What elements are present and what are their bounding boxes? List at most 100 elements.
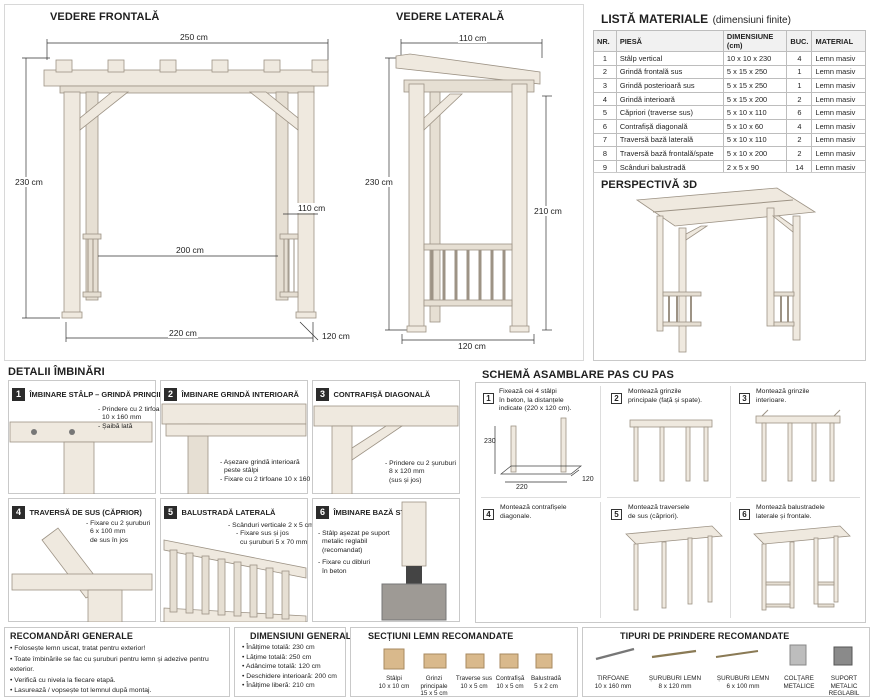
- cell-count: 2: [786, 91, 813, 107]
- step-text-line: Montează grinzile: [628, 388, 682, 395]
- step-text-line: Montează balustradele: [756, 504, 825, 511]
- step-1-header: 1: [483, 388, 494, 406]
- list-item: Folosește lemn uscat, tratat pentru exte…: [10, 644, 228, 655]
- assembly-title: SCHEMĂ ASAMBLARE PAS CU PAS: [482, 369, 674, 381]
- perspective-title: PERSPECTIVĂ 3D: [601, 179, 698, 191]
- section-name: Grinzi principale: [420, 675, 448, 690]
- cell-material: Lemn masiv: [811, 105, 866, 120]
- cell-piece: Grindă posterioară sus: [615, 78, 724, 93]
- detail-note: - Prindere cu 2 tirfoane: [98, 406, 168, 413]
- front-width-dim: 250 cm: [179, 32, 209, 42]
- step-text-line: Montează grinzile: [756, 388, 810, 395]
- front-inner-dim: 200 cm: [175, 245, 205, 255]
- cell-dim: 5 x 15 x 250: [722, 78, 788, 93]
- materials-table: NR. PIESĂ DIMENSIUNE (cm) BUC. MATERIAL …: [593, 30, 866, 175]
- step-6-text: Montează balustradele laterale și fronta…: [756, 504, 825, 521]
- step-3-text: Montează grinzile interioare.: [756, 388, 809, 405]
- step-4-number: 4: [483, 509, 494, 520]
- step-5-number: 5: [611, 509, 622, 520]
- detail-5-number: 5: [164, 506, 177, 519]
- cell-material: Lemn masiv: [811, 91, 866, 107]
- step-text-line: interioare.: [756, 396, 787, 404]
- cell-material: Lemn masiv: [811, 159, 866, 175]
- cell-piece: Contrafișă diagonală: [615, 118, 724, 134]
- list-item: Verifică cu nivela la fiecare etapă.: [10, 676, 228, 687]
- detail-3-title: CONTRAFIȘĂ DIAGONALĂ: [333, 390, 431, 399]
- detail-6-title: ÎMBINARE BAZĂ STÂLP: [333, 508, 421, 517]
- assembly-mini-drawings: [625, 409, 851, 611]
- detail-1-drawing: [9, 421, 153, 494]
- cell-count: 4: [786, 51, 813, 66]
- section-size: 10 x 5 cm: [460, 682, 488, 690]
- step-1-height: 230: [484, 438, 496, 445]
- front-view-drawing: [22, 39, 552, 344]
- materials-subtitle: (dimensiuni finite): [712, 15, 791, 26]
- detail-2-header: 2 ÎMBINARE GRINDĂ INTERIOARĂ: [164, 384, 299, 402]
- header-nr: NR.: [593, 30, 617, 52]
- cell-count: 6: [786, 105, 813, 120]
- cell-count: 1: [786, 78, 813, 93]
- cell-piece: Traversă bază laterală: [615, 132, 724, 148]
- sections-title: SECȚIUNI LEMN RECOMANDATE: [368, 631, 514, 641]
- detail-4-notes: - Fixare cu 2 șuruburi 6 x 100 mm de sus…: [86, 520, 150, 545]
- step-3-number: 3: [739, 393, 750, 404]
- front-bottom-dim: 220 cm: [168, 328, 198, 338]
- fasteners-drawing: [595, 644, 853, 666]
- step-6-number: 6: [739, 509, 750, 520]
- cell-material: Lemn masiv: [811, 146, 866, 161]
- cell-dim: 5 x 15 x 200: [722, 91, 788, 107]
- detail-6-drawing: [381, 501, 447, 621]
- side-free-dim: 210 cm: [533, 206, 563, 216]
- fastener-size: 8 x 120 mm: [658, 682, 692, 690]
- step-6-header: 6: [739, 504, 750, 522]
- detail-1-title: ÎMBINARE STÂLP – GRINDĂ PRINCIPALĂ: [29, 390, 179, 399]
- recommendations-title: RECOMANDĂRI GENERALE: [10, 631, 134, 641]
- cell-dim: 5 x 10 x 60: [722, 118, 788, 134]
- detail-4-header: 4 TRAVERSĂ DE SUS (CĂPRIOR): [12, 502, 142, 520]
- assembly-step-1: [481, 386, 601, 498]
- header-count: BUC.: [786, 30, 813, 52]
- cell-dim: 10 x 10 x 230: [722, 51, 788, 66]
- fastener-name: SUPORT METALIC: [830, 675, 858, 690]
- detail-note: 6 x 100 mm: [90, 528, 126, 536]
- front-side-dim: 110 cm: [297, 203, 327, 213]
- step-text-line: indicate (220 x 120 cm).: [499, 405, 572, 413]
- step-text-line: Fixează cei 4 stâlpi: [499, 388, 557, 395]
- detail-2-number: 2: [164, 388, 177, 401]
- detail-6-header: 6 ÎMBINARE BAZĂ STÂLP: [316, 502, 420, 520]
- detail-2-title: ÎMBINARE GRINDĂ INTERIOARĂ: [181, 390, 299, 399]
- cell-count: 2: [786, 132, 813, 148]
- cell-dim: 5 x 10 x 110: [722, 132, 788, 148]
- step-2-text: Montează grinzile principale (față și sp…: [628, 388, 702, 405]
- detail-note: - Fixare cu 2 șuruburi: [86, 520, 151, 527]
- list-item: Deschidere interioară: 200 cm: [242, 672, 337, 682]
- step-text-line: în beton, la distanțele: [499, 396, 564, 404]
- step-5-header: 5: [611, 504, 622, 522]
- cell-piece: Traversă bază frontală/spate: [615, 146, 724, 161]
- detail-1-notes: - Prindere cu 2 tirfoane 10 x 160 mm - Ș…: [98, 406, 167, 431]
- step-text-line: Montează traversele: [628, 504, 690, 511]
- assembly-step-5: [607, 502, 731, 618]
- cell-piece: Grindă interioară: [615, 91, 724, 107]
- detail-note: - Fixare sus și jos: [236, 530, 289, 538]
- detail-2-notes: - Așezare grindă interioară peste stâlpi…: [220, 459, 324, 484]
- detail-note: cu șuruburi 5 x 70 mm: [240, 538, 308, 546]
- detail-note: 10 x 160 mm: [102, 414, 142, 422]
- detail-note: - Stâlp așezat pe suport: [318, 530, 390, 537]
- cell-count: 2: [786, 146, 813, 161]
- detail-3-notes: - Prindere cu 2 șuruburi 8 x 120 mm (sus…: [385, 460, 456, 485]
- side-bottom-dim: 120 cm: [457, 341, 487, 351]
- detail-5-title: BALUSTRADĂ LATERALĂ: [181, 508, 276, 517]
- section-size: 10 x 10 cm: [378, 682, 410, 690]
- section-name: Stâlpi: [386, 675, 402, 682]
- step-1-depth: 120: [582, 476, 594, 483]
